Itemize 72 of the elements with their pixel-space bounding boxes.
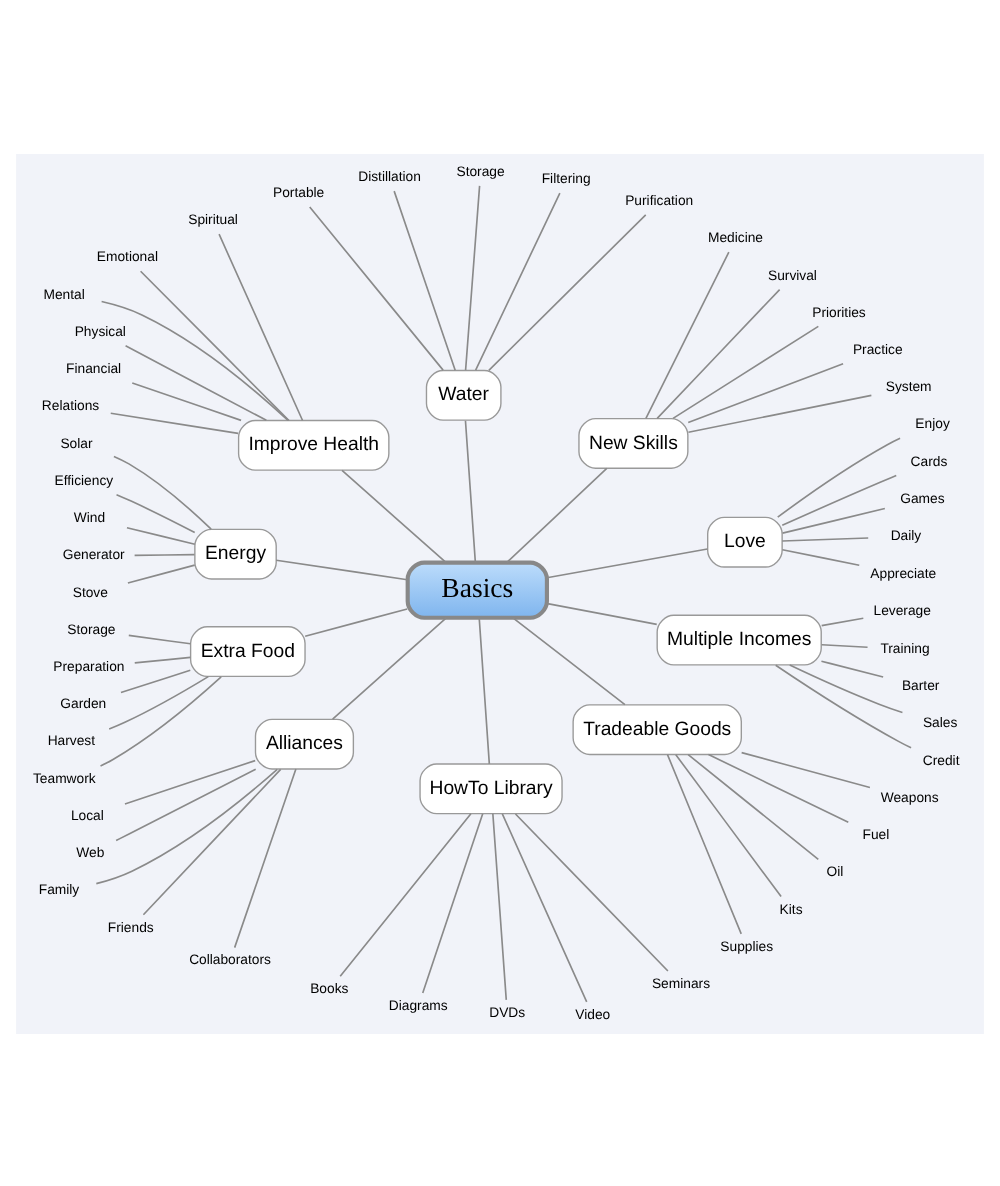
connector [788,663,904,713]
connector [99,675,222,766]
connector [776,436,901,517]
connector [142,767,282,915]
connector [218,232,304,421]
connector [126,525,196,545]
connector [645,250,730,419]
connector [781,547,861,566]
connector [120,668,192,693]
connector [308,205,444,370]
connector [675,752,782,897]
connector [707,752,850,823]
node-box: New Skills [578,416,689,468]
node-box: Extra Food [189,625,306,677]
connector [464,184,481,370]
connector [139,269,290,421]
connector [781,473,898,526]
connector [488,212,647,371]
connector [687,393,873,433]
connector [133,655,192,663]
connector [393,189,456,371]
connector [687,752,820,860]
connector [131,381,242,421]
connector [233,767,297,948]
connector [666,752,743,934]
connector [108,674,210,729]
node-box: Love [707,515,783,567]
connector [100,299,289,421]
connector [774,663,912,748]
node-box: Water [425,368,502,420]
connector [339,812,472,977]
connector [820,616,865,626]
connector [331,616,447,719]
connector [124,758,256,804]
connector [514,812,669,971]
connector [275,558,409,580]
connector [127,633,192,644]
node-box: Improve Health [237,418,390,470]
connector [474,191,561,370]
connector [115,767,257,841]
connector [341,468,447,563]
connector [304,607,409,637]
connector [687,361,844,423]
connector [820,659,884,677]
node-box: Alliances [254,717,355,769]
connector [492,811,508,1000]
connector [478,616,491,764]
connector [740,750,871,788]
connector [95,767,279,884]
connector [781,506,886,533]
connector [781,536,870,541]
node-box: Multiple Incomes [656,613,822,665]
connector [421,811,484,993]
connector [113,454,212,530]
connector [505,466,608,563]
node-box: Basics [405,559,549,619]
connector [820,642,869,648]
node-box: HowTo Library [419,762,563,814]
node-box: Energy [194,527,277,579]
node-box: Tradeable Goods [572,703,742,755]
connector [464,418,477,563]
connector [133,552,196,556]
connector [672,324,820,419]
connector [512,616,626,705]
connector [109,411,239,434]
connector [501,812,588,1002]
connector [115,492,196,533]
connector [656,287,781,419]
connector [124,344,268,421]
connector [546,601,658,625]
connector [127,563,196,583]
connector [546,547,709,578]
